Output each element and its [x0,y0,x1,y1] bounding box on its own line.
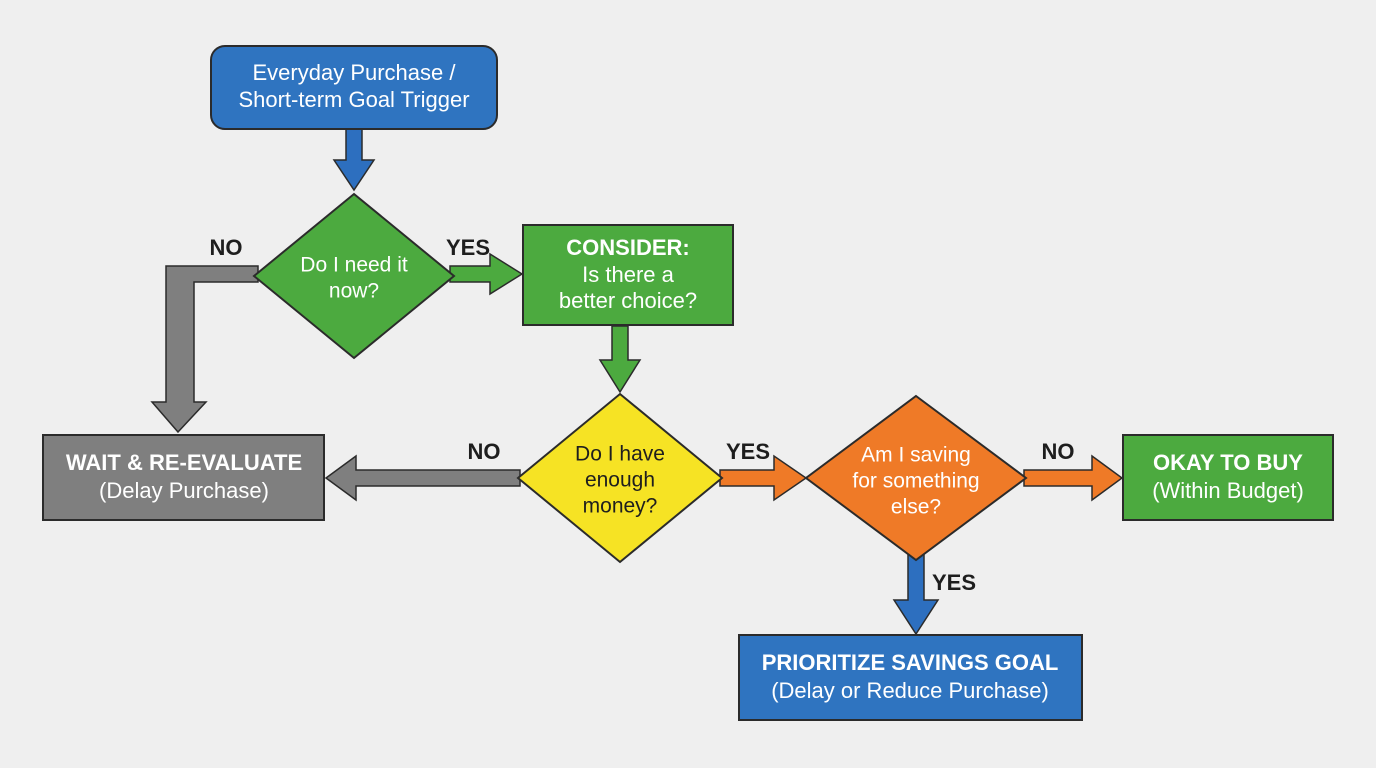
wait-node [42,434,325,521]
saving-else-line2: for something [852,470,979,493]
consider-line1: CONSIDER: [566,235,689,260]
saving-else-line1: Am I saving [861,444,971,467]
consider-line2: Is there a [582,262,674,287]
prioritize-line1: PRIORITIZE SAVINGS GOAL [762,650,1059,675]
okay-line2: (Within Budget) [1152,478,1304,503]
arrow-consider-to-enough-money [598,325,642,394]
enough-money-decision [516,392,724,564]
label-saving-no: NO [1042,439,1075,464]
label-money-yes: YES [726,439,770,464]
start-node-line1: Everyday Purchase / [253,60,457,85]
arrow-money-no-to-wait [324,454,521,502]
label-money-no: NO [468,439,501,464]
start-node [210,45,498,130]
need-now-line1: Do I need it [300,254,408,277]
okay-node [1122,434,1334,521]
arrow-start-to-need-now [332,127,376,192]
enough-money-line3: money? [583,495,658,518]
enough-money-line2: enough [585,469,655,492]
start-node-line2: Short-term Goal Trigger [238,87,469,112]
need-now-line2: now? [329,280,379,303]
consider-node [522,224,734,326]
arrow-saving-no-to-okay [1023,454,1124,502]
saving-else-decision [804,394,1028,562]
arrow-saving-yes-to-prioritize [892,553,940,636]
arrow-need-now-no-to-wait [150,265,259,434]
label-need-now-no: NO [210,235,243,260]
enough-money-line1: Do I have [575,443,665,466]
need-now-decision [252,192,456,360]
label-saving-yes: YES [932,570,976,595]
wait-line1: WAIT & RE-EVALUATE [66,450,302,475]
consider-line3: better choice? [559,288,697,313]
okay-line1: OKAY TO BUY [1153,450,1303,475]
prioritize-node [738,634,1083,721]
label-need-now-yes: YES [446,235,490,260]
arrow-need-now-yes-to-consider [449,252,524,296]
wait-line2: (Delay Purchase) [99,478,269,503]
prioritize-line2: (Delay or Reduce Purchase) [771,678,1049,703]
saving-else-line3: else? [891,496,941,519]
arrow-money-yes-to-saving-else [719,454,808,502]
